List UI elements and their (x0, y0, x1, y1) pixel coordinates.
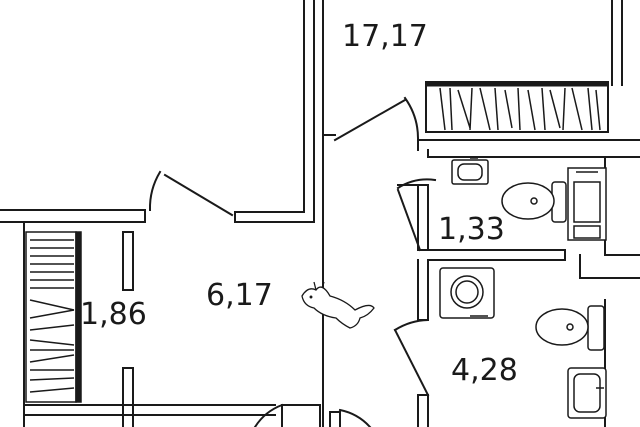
area-label-bathroom: 4,28 (451, 353, 518, 388)
bathroom-door (393, 318, 430, 397)
living-room-door (148, 170, 234, 217)
area-label-toilet: 1,33 (438, 212, 505, 247)
cat-icon (301, 281, 375, 329)
room-door (333, 96, 420, 142)
area-label-wardrobe: 1,86 (80, 297, 147, 332)
living-room-walls (234, 0, 623, 427)
wardrobe-shelves (25, 231, 82, 403)
bottom-walls (23, 404, 341, 427)
area-label-hall: 6,17 (206, 278, 273, 313)
sink-fixture (451, 157, 489, 185)
washing-machine-fixture (439, 267, 495, 319)
cabinet-fixture (567, 167, 607, 241)
bath-toilet-fixture (535, 305, 605, 351)
toilet-door (396, 178, 437, 252)
closet-unit (425, 81, 609, 133)
toilet-fixture (501, 181, 567, 223)
wardrobe-walls (0, 209, 146, 427)
area-label-room: 17,17 (342, 19, 428, 54)
bath-sink-fixture (567, 367, 607, 419)
entrance-door (253, 403, 372, 427)
